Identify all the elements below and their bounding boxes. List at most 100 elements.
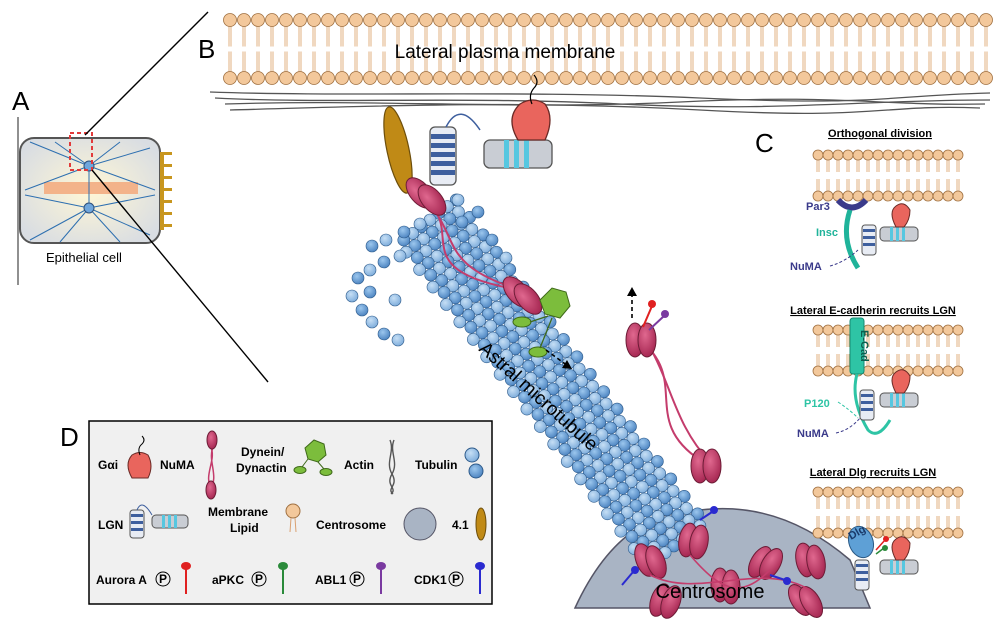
lipid-head <box>832 365 844 377</box>
tubulin-subunit <box>531 408 545 421</box>
lipid-head <box>942 190 954 202</box>
tubulin-subunit <box>571 460 585 474</box>
tubulin-subunit <box>520 402 534 416</box>
tubulin-subunit <box>575 429 589 443</box>
tubulin-subunit <box>572 362 586 376</box>
gai-ecad <box>891 369 911 394</box>
tubulin-subunit <box>680 502 693 515</box>
lipid-head <box>822 527 834 539</box>
membrane-ecad <box>812 324 964 377</box>
lipid-head <box>839 13 853 27</box>
tubulin-subunit <box>480 350 494 364</box>
tubulin-subunit <box>599 397 613 411</box>
lipid-head <box>822 324 834 336</box>
lipid-head <box>922 365 934 377</box>
lipid-head <box>937 71 951 85</box>
tubulin-subunit <box>483 264 497 278</box>
lipid-head <box>923 13 937 27</box>
par3-shape <box>835 197 869 211</box>
lipid-head <box>251 13 265 27</box>
free-tubulin-subunit <box>377 255 391 269</box>
lipid-head <box>842 190 854 202</box>
free-tubulin-subunit <box>388 293 402 307</box>
free-tubulin-subunit <box>393 249 407 263</box>
lipid-head <box>391 71 405 85</box>
tubulin-subunit <box>613 469 627 483</box>
lipid-head <box>952 486 964 498</box>
tubulin-subunit <box>457 284 471 298</box>
tubulin-subunit <box>585 477 598 491</box>
tubulin-subunit <box>616 481 629 495</box>
tubulin-subunit <box>633 468 647 482</box>
tubulin-subunit <box>593 416 607 429</box>
lipid-head <box>811 13 825 27</box>
lipid-head <box>643 13 657 27</box>
tubulin-subunit <box>649 498 663 511</box>
lipid-head <box>517 71 531 85</box>
lipid-head <box>307 71 321 85</box>
tubulin-subunit <box>601 507 614 521</box>
lipid-head <box>872 527 884 539</box>
tubulin-subunit <box>625 530 639 543</box>
tubulin-subunit <box>553 363 566 377</box>
tubulin-subunit <box>430 249 444 263</box>
lipid-head <box>852 149 864 161</box>
tubulin-subunit <box>421 256 435 270</box>
tubulin-subunit <box>562 412 576 425</box>
lipid-head <box>279 71 293 85</box>
tubulin-subunit <box>473 314 486 327</box>
legend-gai-icon <box>127 452 152 479</box>
legend-lgn-icon <box>129 504 189 539</box>
legend-numa-icon <box>205 430 218 500</box>
lgn-orthogonal <box>861 224 877 256</box>
lipid-head <box>223 13 237 27</box>
tubulin-subunit <box>578 441 591 455</box>
tubulin-subunit <box>459 296 473 310</box>
tubulin-subunit <box>489 343 502 357</box>
free-tubulin-subunit <box>499 251 513 265</box>
lipid-head <box>293 13 307 27</box>
tubulin-subunit <box>631 511 645 525</box>
panel-d-legend: D Gαi NuMA Dynein/ Dynactin Actin Tubuli… <box>60 420 493 605</box>
tubulin-subunit <box>607 488 621 502</box>
panel-c: C Orthogonal division Par3 Insc NuMA Lat… <box>755 128 964 591</box>
lipid-head <box>952 324 964 336</box>
membrane-dlg <box>812 486 964 539</box>
tubulin-subunit <box>446 279 460 293</box>
tubulin-subunit <box>526 329 539 342</box>
tubulin-subunit <box>596 483 610 496</box>
tubulin-subunit <box>664 472 678 486</box>
lipid-head <box>881 71 895 85</box>
tubulin-subunit <box>612 512 625 526</box>
lipid-head <box>713 71 727 85</box>
lipid-head <box>932 486 944 498</box>
lipid-head <box>517 13 531 27</box>
tubulin-subunit <box>533 420 547 433</box>
lipid-head <box>559 13 573 27</box>
lipid-head <box>769 71 783 85</box>
lipid-head <box>942 527 954 539</box>
tubulin-subunit <box>557 333 570 346</box>
tubulin-subunit <box>560 455 574 468</box>
lipid-head <box>587 71 601 85</box>
tubulin-subunit <box>598 495 612 509</box>
tubulin-subunit <box>559 345 573 358</box>
lipid-head <box>839 71 853 85</box>
cdk1-mark-head <box>631 566 639 574</box>
tubulin-subunit <box>568 393 582 407</box>
tubulin-subunit <box>538 389 551 403</box>
lipid-head <box>872 190 884 202</box>
lipid-head <box>447 13 461 27</box>
tubulin-subunit <box>549 394 562 408</box>
lipid-head <box>699 13 713 27</box>
lipid-head <box>531 13 545 27</box>
lipid-head <box>741 13 755 27</box>
lipid-head <box>882 324 894 336</box>
lipid-head <box>942 149 954 161</box>
lipid-head <box>882 486 894 498</box>
tubulin-subunit <box>419 244 433 258</box>
cdk1-mark-head <box>783 577 791 585</box>
tubulin-subunit <box>517 335 531 349</box>
tubulin-subunit <box>426 280 440 294</box>
lipid-head <box>601 13 615 27</box>
